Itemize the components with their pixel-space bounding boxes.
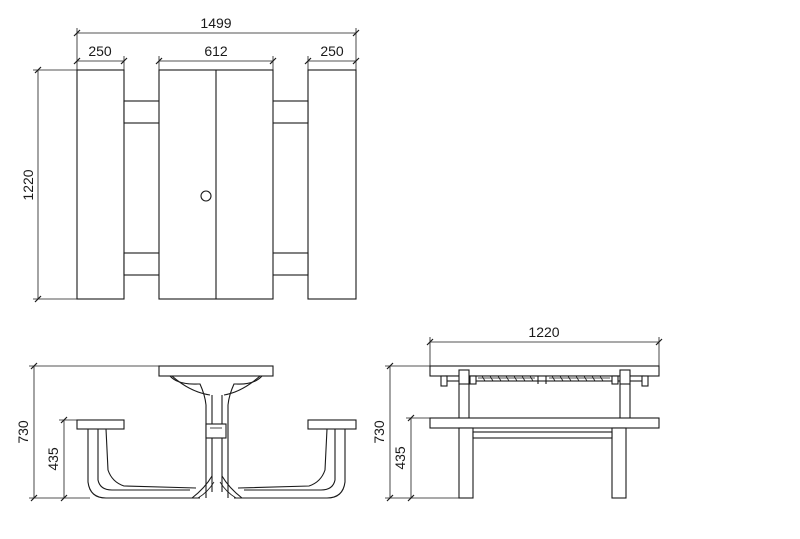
end-dim-total-height-label: 730: [371, 420, 387, 444]
end-leg-right: [611, 427, 627, 499]
dim-total-width-label: 1499: [200, 15, 231, 31]
dim-table-top-label: 612: [204, 43, 228, 59]
side-dim-seat-height-label: 435: [45, 447, 61, 471]
plan-seat-right: [307, 69, 357, 300]
end-dim-length: 1220: [426, 324, 663, 366]
end-leg-left: [458, 427, 474, 499]
dim-depth-label: 1220: [20, 169, 36, 200]
side-dim-total-height-label: 730: [15, 420, 31, 444]
dim-total-width: 1499: [73, 15, 360, 70]
plan-seat-left: [76, 69, 125, 300]
side-table-top: [158, 365, 274, 377]
end-dim-length-label: 1220: [528, 324, 559, 340]
end-hatch: [478, 375, 610, 382]
side-dim-seat-height: 435: [45, 416, 77, 502]
umbrella-hole: [200, 190, 212, 202]
end-dim-seat-height-label: 435: [392, 446, 408, 470]
side-seat-left: [76, 419, 125, 430]
end-dim-total-height: 730: [371, 362, 459, 502]
side-view: 730 435: [15, 362, 357, 502]
dim-depth: 1220: [20, 66, 77, 303]
dim-segments: 250 612 250: [73, 43, 360, 70]
end-stretcher: [472, 431, 613, 439]
end-dim-seat-height: 435: [392, 414, 430, 502]
dim-seat-left-label: 250: [88, 43, 112, 59]
dim-seat-right-label: 250: [320, 43, 344, 59]
side-seat-right: [307, 419, 357, 430]
side-dim-total-height: 730: [15, 362, 159, 502]
plan-view: 1499 250 612 250 122: [20, 15, 360, 303]
end-view: 1220 730 435: [371, 324, 663, 502]
end-seat: [429, 417, 660, 429]
